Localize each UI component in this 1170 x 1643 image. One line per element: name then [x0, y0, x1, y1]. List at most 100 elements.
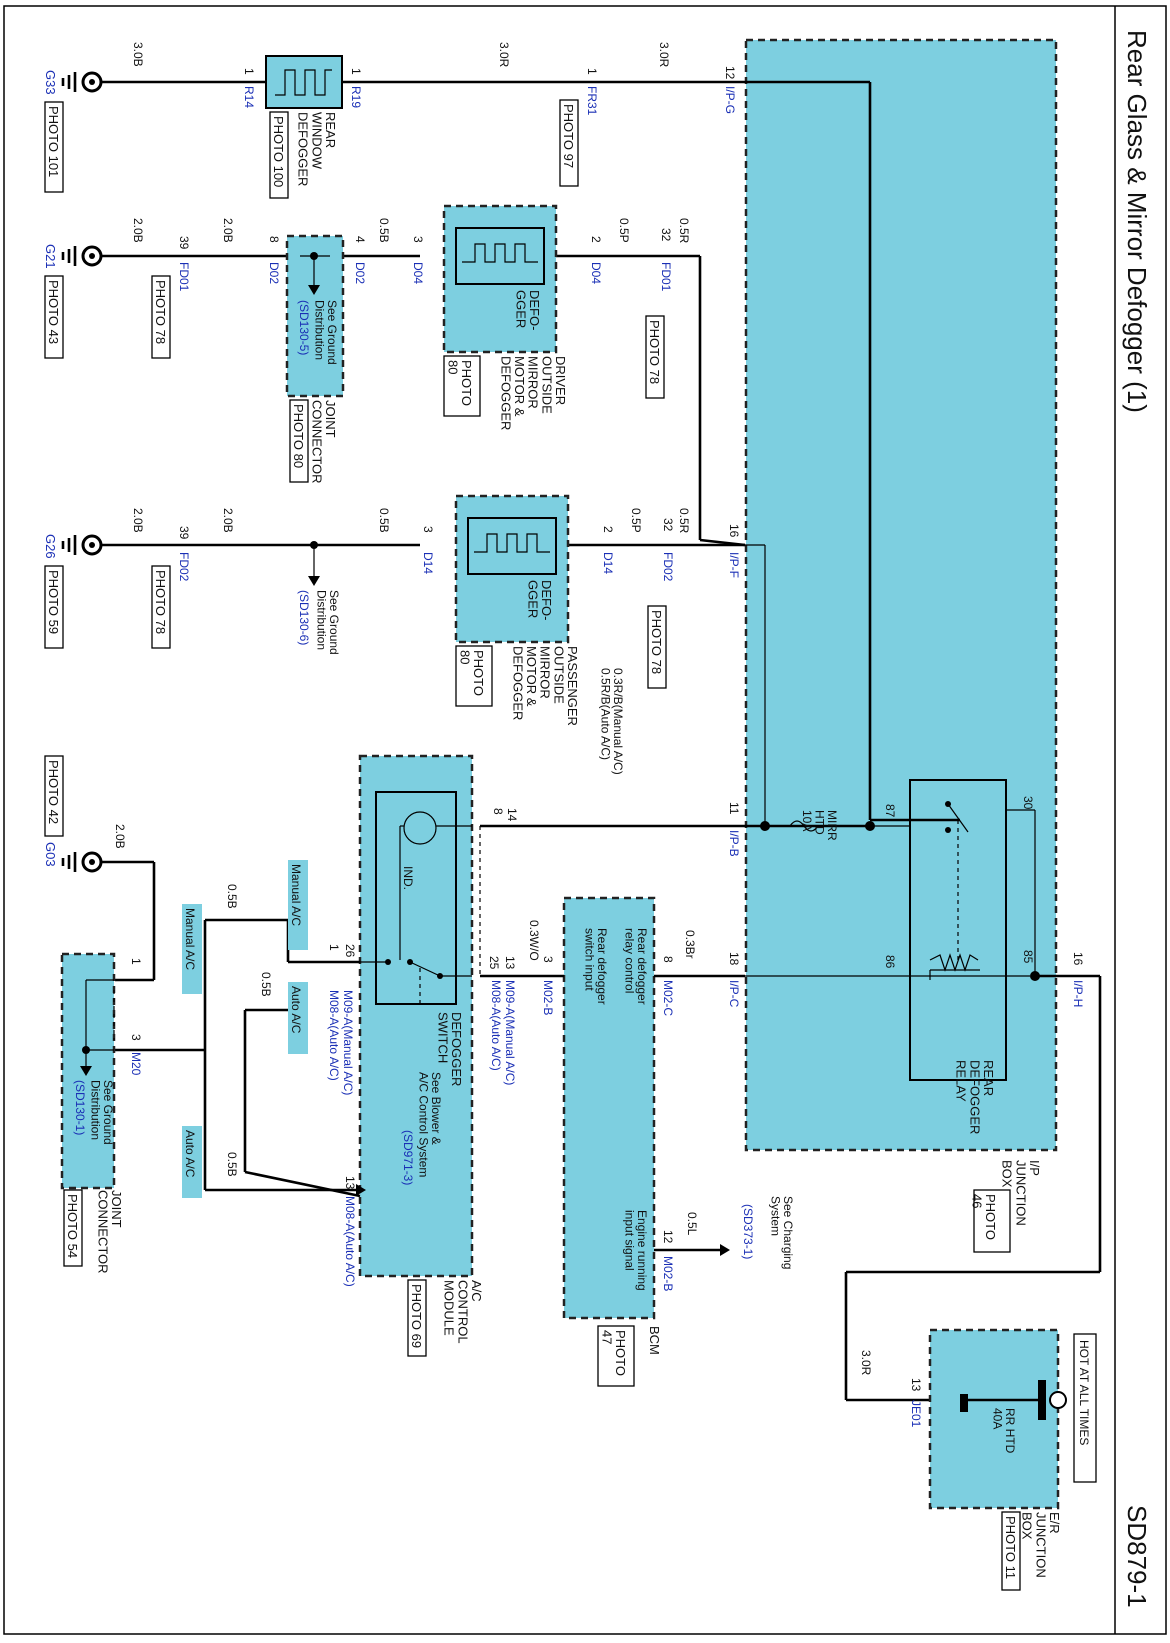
driver-wire-5: 0.5R: [677, 218, 691, 244]
diagram-title: Rear Glass & Mirror Defogger (1): [1122, 30, 1152, 413]
svg-text:PHOTO 78: PHOTO 78: [153, 280, 168, 344]
driver-defogger-inner: DEFO-GGER: [513, 290, 542, 330]
driver-wire-2: 2.0B: [221, 218, 235, 243]
svg-text:PHOTO 43: PHOTO 43: [46, 280, 61, 344]
svg-text:PHOTO 78: PHOTO 78: [649, 610, 664, 674]
svg-text:PHOTO 97: PHOTO 97: [561, 104, 576, 168]
iph-pin: 16: [1071, 952, 1085, 966]
m20-pin-3: 3: [129, 1034, 143, 1041]
ip-junction-photo: PHOTO46: [969, 1189, 1011, 1253]
d02-pin-8: 8: [267, 236, 281, 243]
pass-see-ref: (SD130-6): [297, 590, 311, 645]
rear-defogger-circuit: [95, 55, 960, 822]
d02-conn-a: D02: [267, 262, 281, 284]
fd02-photo-right: PHOTO 78: [647, 605, 667, 689]
ground-g21-photo: PHOTO 43: [44, 275, 64, 359]
pass-wire-1: 2.0B: [131, 508, 145, 533]
ground-g33-photo: PHOTO 101: [44, 101, 64, 193]
wire-3-0b: 3.0B: [131, 42, 145, 67]
svg-text:Auto A/C: Auto A/C: [289, 986, 303, 1034]
bcm-engine-sig: Engine runninginput signal: [622, 1210, 649, 1291]
bcm-switch-input: Rear defoggerswitch input: [582, 928, 609, 1005]
d14-conn-a: D14: [421, 552, 435, 574]
bcm-relay-ctrl: Rear defoggerrelay control: [622, 928, 649, 1005]
d02-pin-4: 4: [353, 236, 367, 243]
mirr-htd-fuse: MIRRHTD10A: [800, 810, 839, 841]
ac-side-tags: Manual A/C Manual A/C Auto A/C Auto A/C …: [182, 860, 308, 1198]
ac-control-module: [358, 754, 474, 1278]
svg-text:0.5B: 0.5B: [259, 972, 273, 997]
relay-pin-30: 30: [1021, 796, 1035, 810]
ground-g26-label: G26: [43, 534, 58, 559]
pass-wire-2: 2.0B: [221, 508, 235, 533]
bcm-wire-br: 0.3Br: [683, 930, 697, 959]
bcm-pin-8: 8: [661, 956, 675, 963]
svg-text:PHOTO80: PHOTO80: [457, 650, 486, 696]
svg-text:13: 13: [503, 956, 517, 970]
m09-manual: M09-A(Manual A/C): [341, 990, 355, 1095]
hot-at-all-times: HOT AT ALL TIMES: [1073, 1333, 1097, 1483]
passenger-mirror-circuit: [95, 494, 745, 644]
ipg-pin: 12: [723, 66, 737, 80]
pass-wire-3: 0.5B: [377, 508, 391, 533]
svg-text:14: 14: [505, 808, 519, 822]
relay-pin-86: 86: [883, 955, 897, 969]
iph-conn: I/P-H: [1071, 980, 1085, 1007]
fr31-pin: 1: [585, 68, 599, 75]
svg-text:PHOTO 59: PHOTO 59: [46, 570, 61, 634]
svg-text:25: 25: [487, 956, 501, 970]
driver-joint-label: JOINTCONNECTOR: [309, 400, 338, 484]
svg-text:0.5B: 0.5B: [225, 1152, 239, 1177]
rr-htd-label: RR HTD40A: [990, 1408, 1017, 1454]
r19-pin: 1: [349, 68, 363, 75]
er-junction-photo: PHOTO 11: [1001, 1511, 1021, 1591]
ip-junction-box: [744, 38, 1058, 1152]
fd01-conn-left: FD01: [177, 262, 191, 292]
m09-manual-2: M09-A(Manual A/C): [503, 980, 517, 1085]
pass-wire-5: 0.5R: [677, 508, 691, 534]
ipf-conn: I/P-F: [727, 552, 741, 578]
driver-wire-3: 0.5B: [377, 218, 391, 243]
je01-conn: JE01: [909, 1400, 923, 1428]
r19-conn: R19: [349, 86, 363, 108]
pass-wire-4: 0.5P: [629, 508, 643, 533]
d14-pin-3: 3: [421, 526, 435, 533]
ground-g26-photo: PHOTO 59: [44, 565, 64, 649]
bcm-pin-3: 3: [541, 956, 555, 963]
pass-see-ground: See GroundDistribution: [314, 590, 341, 655]
fd02-pin-39: 39: [177, 526, 191, 540]
relay-pin-87: 87: [883, 804, 897, 818]
driver-wire-1: 2.0B: [131, 218, 145, 243]
driver-joint-photo: PHOTO 80: [289, 399, 309, 483]
ground-g03-label: G03: [43, 842, 58, 867]
relay-label: REARDEFOGGERRELAY: [954, 1060, 996, 1134]
m20-conn: M20: [129, 1052, 143, 1076]
bcm-conn-m02b: M02-B: [541, 980, 555, 1015]
bcm-label: BCM: [647, 1326, 662, 1355]
ac-pin-labels: 14 8 26 1 13 25 13: [327, 808, 519, 1190]
fd01-pin-39: 39: [177, 236, 191, 250]
ipb-conn: I/P-B: [727, 830, 741, 857]
svg-text:1: 1: [327, 944, 341, 951]
fd02-conn-left: FD02: [177, 552, 191, 582]
bcm-pin-12: 12: [661, 1230, 675, 1244]
svg-text:PHOTO 54: PHOTO 54: [65, 1194, 80, 1258]
fd02-conn-right: FD02: [661, 552, 675, 582]
rear-defogger-photo: PHOTO 100: [269, 111, 289, 199]
ground-g33-icon: [61, 71, 103, 93]
g03-wire: 2.0B: [113, 824, 127, 849]
ipb-pin: 11: [727, 802, 741, 815]
svg-text:PHOTO47: PHOTO47: [599, 1330, 628, 1376]
defogger-switch-internals: [360, 811, 481, 1004]
svg-text:8: 8: [491, 808, 505, 815]
m08-auto-3: M08-A(Auto A/C): [343, 1196, 357, 1287]
bcm-wiring: [480, 974, 745, 1256]
d04-pin-2: 2: [589, 236, 603, 243]
ipc-conn: I/P-C: [727, 980, 741, 1008]
driver-see-ground: See GroundDistribution: [312, 300, 339, 365]
page-frame: [3, 5, 1167, 1635]
driver-mirror-circuit: [95, 204, 746, 547]
fd02-pin-32: 32: [661, 518, 675, 532]
ip-junction-label: I/PJUNCTIONBOX: [1000, 1160, 1042, 1226]
